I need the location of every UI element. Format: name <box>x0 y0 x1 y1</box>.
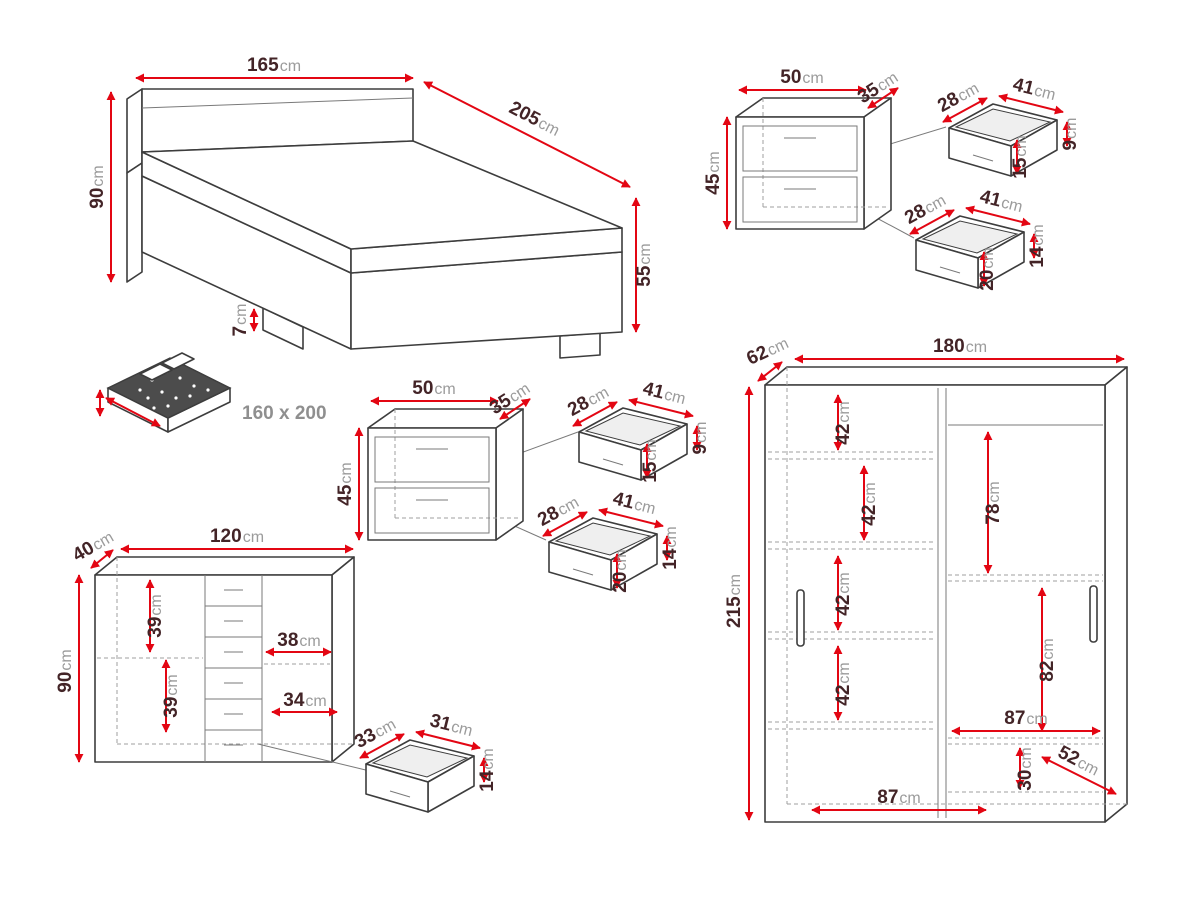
bed-width-dim: 165cm <box>247 55 301 76</box>
dresser-width-dim: 120cm <box>210 526 264 547</box>
nightstand-middle-upper-drawer: 28cm 41cm 9cm 15cm <box>564 378 711 483</box>
drawer-depth-dim: 33cm <box>351 713 399 752</box>
dresser-upper-compartment-dim: 39cm <box>145 594 166 637</box>
drawer-height-dim: 14cm <box>477 748 498 791</box>
wardrobe-inner-width-bottom-dim: 87cm <box>877 787 920 808</box>
door-handle <box>796 589 805 647</box>
nightstand-middle-lower-drawer: 28cm 41cm 14cm 20cm <box>534 488 681 593</box>
wardrobe-shelf-gap-2-dim: 42cm <box>859 482 880 525</box>
drawer-back-height-dim: 20cm <box>610 549 631 592</box>
bed-headboard-height-dim: 90cm <box>87 165 108 208</box>
nightstand-middle: 50cm 35cm 45cm <box>335 378 533 541</box>
dim-line <box>423 81 631 188</box>
wardrobe-inner-width-top-dim: 87cm <box>1004 708 1047 729</box>
drawer-depth-dim: 28cm <box>534 491 582 530</box>
drawer-depth-dim: 28cm <box>901 189 949 228</box>
dim-line <box>90 549 114 569</box>
dim-line <box>499 398 531 420</box>
dim-line <box>598 507 664 529</box>
drawer-width-dim: 41cm <box>1011 74 1058 105</box>
nightstand-top: 50cm 35cm 45cm <box>703 67 901 230</box>
drawer-back-height-dim: 15cm <box>1010 135 1031 178</box>
dresser-lower-compartment-dim: 39cm <box>161 674 182 717</box>
bed-leg-height-dim: 7cm <box>230 304 251 337</box>
wardrobe-shelf-gap-3-dim: 42cm <box>833 572 854 615</box>
drawer-width-dim: 41cm <box>611 488 658 519</box>
dim-line <box>105 397 161 427</box>
wardrobe-shelf-gap-1-dim: 42cm <box>833 401 854 444</box>
dresser-drawer: 33cm 31cm 14cm <box>351 710 498 813</box>
dim-line <box>542 511 588 537</box>
dim-line <box>965 205 1031 227</box>
wardrobe-width-dim: 180cm <box>933 336 987 357</box>
drawer-depth-dim: 28cm <box>564 381 612 420</box>
wardrobe-lower-hanging-dim: 82cm <box>1037 638 1058 681</box>
drawer-depth-dim: 28cm <box>934 77 982 116</box>
drawer-front-height-dim: 9cm <box>1060 118 1081 151</box>
dim-line <box>572 401 618 427</box>
dim-line <box>415 729 481 751</box>
nightstand-top-width-dim: 50cm <box>780 67 823 88</box>
bed-footboard-height-dim: 55cm <box>634 243 655 286</box>
nightstand-middle-height-dim: 45cm <box>335 462 356 505</box>
drawer-back-height-dim: 15cm <box>640 439 661 482</box>
drawer-width-dim: 41cm <box>641 378 688 409</box>
dresser-depth-dim: 40cm <box>69 526 117 566</box>
drawer-width-dim: 31cm <box>428 710 475 741</box>
drawer-width-dim: 41cm <box>978 186 1025 217</box>
door-handle <box>1089 585 1098 643</box>
wardrobe-height-dim: 215cm <box>724 574 745 628</box>
wardrobe-upper-hanging-dim: 78cm <box>983 481 1004 524</box>
dresser-lower-inner-width-dim: 34cm <box>283 690 326 711</box>
drawer-back-height-dim: 20cm <box>977 247 998 290</box>
mattress-size-icon: 160 x 200 <box>95 352 327 433</box>
dim-line <box>998 93 1064 115</box>
bed-drawing: 165cm 205cm 90cm 55cm 7cm <box>87 55 655 359</box>
dresser-drawing: 40cm 120cm 90cm 39cm 39cm 38cm 34cm <box>55 526 375 773</box>
wardrobe-depth-dim: 62cm <box>744 332 792 369</box>
dresser-upper-inner-width-dim: 38cm <box>277 630 320 651</box>
connector-line <box>257 743 375 773</box>
nightstand-middle-width-dim: 50cm <box>412 378 455 399</box>
dim-line <box>909 209 955 235</box>
dim-line <box>942 97 988 123</box>
dim-line <box>867 87 899 109</box>
dim-line <box>1041 756 1117 795</box>
dim-line <box>359 733 405 759</box>
bed-length-dim: 205cm <box>506 97 564 140</box>
nightstand-top-height-dim: 45cm <box>703 151 724 194</box>
wardrobe-bottom-shelf-dim: 30cm <box>1015 747 1036 790</box>
drawer-front-height-dim: 14cm <box>1027 224 1048 267</box>
dresser-height-dim: 90cm <box>55 649 76 692</box>
dim-line <box>628 397 694 419</box>
wardrobe-shelf-gap-4-dim: 42cm <box>833 662 854 705</box>
drawer-front-height-dim: 9cm <box>690 422 711 455</box>
nightstand-top-lower-drawer: 28cm 41cm 14cm 20cm <box>901 186 1048 291</box>
wardrobe-drawing: 62cm 180cm 215cm 42cm 42cm 42cm 42cm 78c… <box>724 332 1128 823</box>
dim-line <box>757 361 783 382</box>
mattress-size-label: 160 x 200 <box>242 403 327 424</box>
nightstand-top-upper-drawer: 28cm 41cm 9cm 15cm <box>934 74 1081 179</box>
drawer-front-height-dim: 14cm <box>660 526 681 569</box>
